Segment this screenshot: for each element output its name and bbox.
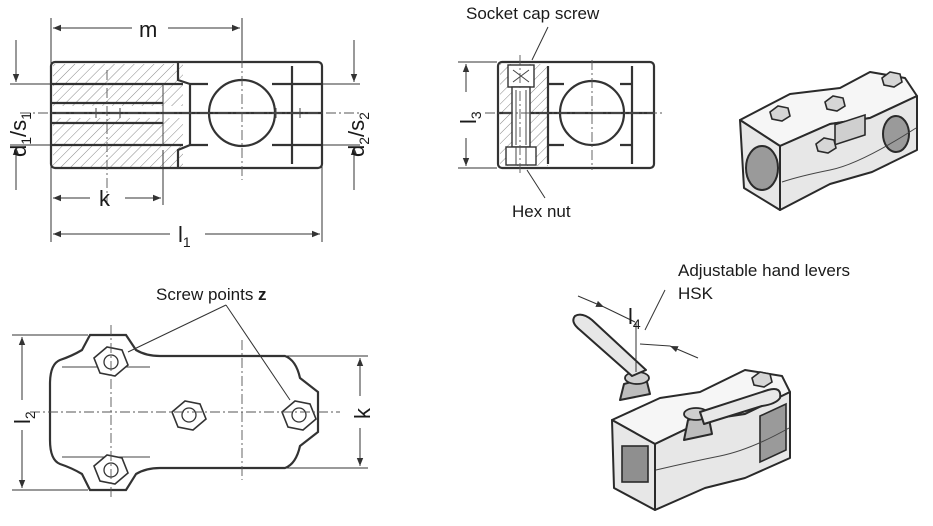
dim-m-label: m (139, 17, 157, 42)
dim-l3-label: l3 (456, 111, 484, 124)
dim-k-top-label: k (99, 186, 111, 211)
dim-l4-label: l4 (628, 304, 641, 332)
dim-l2-label: l2 (10, 411, 38, 424)
socket-cap-screw-label: Socket cap screw (466, 4, 600, 23)
dim-d1s1-label: d1/s1 (6, 112, 34, 157)
section-view-middle (458, 26, 665, 199)
isometric-clamp-top (739, 71, 918, 211)
section-view-left (10, 18, 360, 242)
dim-l1-label: l1 (178, 222, 191, 250)
top-view (12, 304, 368, 500)
hand-levers-label-line2: HSK (678, 284, 714, 303)
hand-levers-label-line1: Adjustable hand levers (678, 261, 850, 280)
dim-d2s2-label: d2/s2 (344, 112, 372, 157)
dim-k-bottom-label: k (350, 407, 375, 419)
screw-points-label: Screw points z (156, 285, 267, 304)
hex-nut-label: Hex nut (512, 202, 571, 221)
isometric-clamp-levers (572, 289, 791, 511)
